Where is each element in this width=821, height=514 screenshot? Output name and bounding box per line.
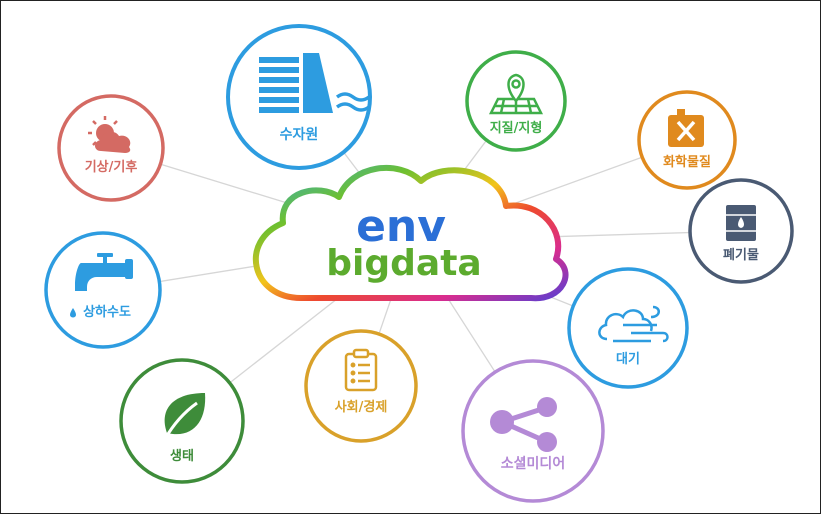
chemical-can-icon — [668, 109, 704, 147]
center-bigdata-text: bigdata — [326, 243, 481, 284]
node-air-label: 대기 — [616, 352, 640, 367]
node-waste-label: 폐기물 — [723, 248, 759, 263]
node-air[interactable]: 대기 — [567, 267, 689, 389]
clipboard-icon — [344, 348, 378, 392]
share-icon — [490, 397, 557, 452]
node-eco-label: 생태 — [170, 449, 194, 464]
water-drop-icon — [70, 308, 76, 318]
node-geo-label: 지질/지형 — [490, 120, 543, 136]
leaf-icon — [163, 393, 206, 440]
node-sewer-label: 상하수도 — [83, 304, 131, 320]
node-water-label: 수자원 — [280, 127, 319, 143]
node-social-label: 소셜미디어 — [501, 455, 565, 472]
node-chem[interactable]: 화학물질 — [637, 90, 737, 190]
barrel-icon — [726, 205, 756, 241]
wind-cloud-icon — [598, 305, 669, 343]
sun-cloud-icon — [88, 116, 131, 153]
node-climate-label: 기상/기후 — [85, 159, 138, 175]
node-climate[interactable]: 기상/기후 — [57, 94, 165, 202]
node-eco[interactable]: 생태 — [119, 358, 245, 484]
map-pin-icon — [488, 73, 544, 115]
node-water[interactable]: 수자원 — [226, 24, 372, 170]
node-econ[interactable]: 사회/경제 — [304, 329, 418, 443]
center-env-text: env — [356, 201, 446, 252]
dam-icon — [259, 53, 371, 113]
node-geo[interactable]: 지질/지형 — [465, 50, 567, 152]
node-sewer[interactable]: 상하수도 — [44, 231, 162, 349]
node-chem-label: 화학물질 — [663, 154, 711, 170]
faucet-icon — [75, 253, 133, 291]
node-social[interactable]: 소셜미디어 — [461, 359, 605, 503]
node-waste[interactable]: 폐기물 — [688, 178, 794, 284]
center-cloud: env bigdata — [253, 165, 569, 302]
node-econ-label: 사회/경제 — [335, 399, 388, 415]
